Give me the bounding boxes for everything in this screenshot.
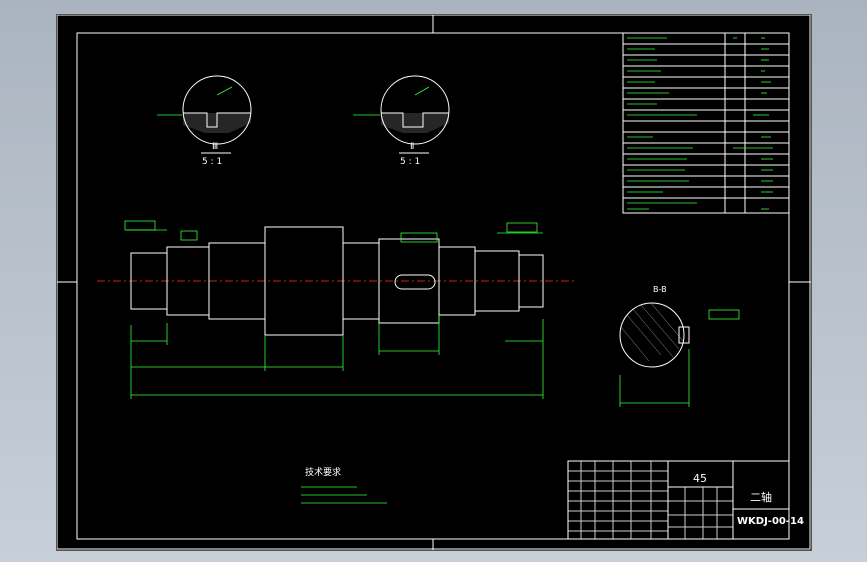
- detail-view-ii: Ⅱ 5 : 1: [353, 75, 450, 167]
- section-b-b-label: B-B: [653, 285, 667, 294]
- outer-frame: [57, 15, 811, 550]
- detail-ii-label: Ⅱ: [410, 142, 414, 152]
- keyway: [394, 274, 436, 290]
- detail-ii-scale: 5 : 1: [400, 157, 420, 167]
- material-value: 45: [693, 472, 707, 485]
- inner-frame: [76, 32, 790, 540]
- part-name: 二轴: [750, 490, 772, 504]
- gear-parameter-table: [622, 32, 790, 214]
- title-block: 45 二轴 WKDJ-00-14: [567, 460, 804, 540]
- section-b-b: B-B: [619, 285, 740, 407]
- detail-view-iii: Ⅲ 5 : 1: [157, 75, 252, 167]
- cad-viewport[interactable]: Ⅲ 5 : 1 Ⅱ 5 : 1: [56, 14, 812, 551]
- shaft-main-view: [97, 220, 577, 399]
- detail-iii-scale: 5 : 1: [202, 157, 222, 167]
- technical-requirements: 技术要求: [301, 466, 387, 504]
- drawing-sheet: Ⅲ 5 : 1 Ⅱ 5 : 1: [57, 15, 811, 550]
- drawing-number: WKDJ-00-14: [737, 516, 804, 527]
- detail-iii-label: Ⅲ: [212, 142, 218, 152]
- tech-req-heading: 技术要求: [305, 466, 341, 478]
